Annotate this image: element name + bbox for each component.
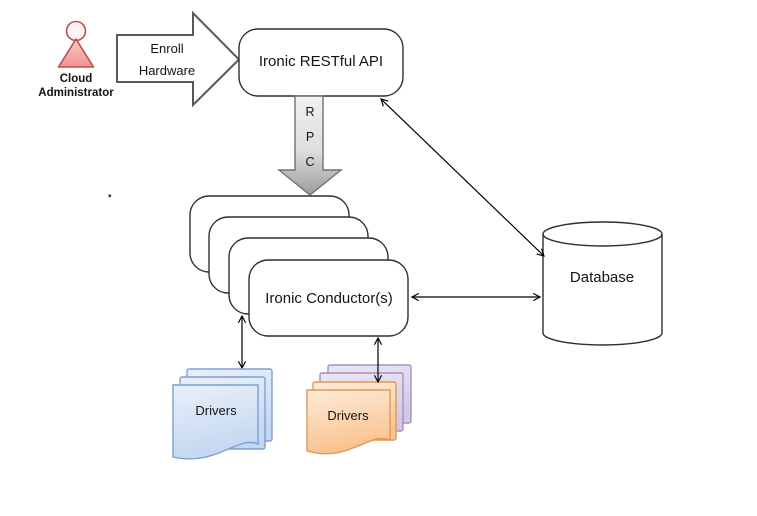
arrow-api-database: [380, 98, 545, 257]
database-cylinder-icon: [542, 221, 663, 346]
rpc-letter-c: C: [305, 155, 314, 169]
person-body-icon: [57, 38, 95, 68]
conductor-label: Ironic Conductor(s): [265, 290, 393, 307]
rpc-letter-r: R: [305, 105, 314, 119]
orange-page-front: [306, 389, 391, 455]
api-label: Ironic RESTful API: [259, 53, 383, 70]
enroll-label-line1: Enroll: [150, 41, 183, 56]
drivers-blue-stack: Drivers: [172, 368, 273, 460]
cloud-administrator-actor: Cloud Administrator: [38, 20, 114, 99]
ironic-restful-api-node: Ironic RESTful API: [238, 28, 404, 97]
blue-page-front: [172, 384, 259, 460]
rpc-arrow: R P C: [277, 95, 343, 196]
drivers-blue-label: Drivers: [195, 403, 237, 418]
rpc-letter-p: P: [306, 130, 314, 144]
database-cylinder-rim: [542, 233, 663, 247]
database-node: Database: [542, 221, 663, 346]
enroll-hardware-arrow: Enroll Hardware: [116, 10, 241, 108]
enroll-label-line2: Hardware: [139, 63, 195, 78]
block-arrow-down-icon: [277, 95, 343, 196]
drivers-orange-stack: Drivers: [306, 364, 412, 455]
database-label: Database: [570, 269, 634, 286]
actor-label-line1: Cloud: [60, 73, 93, 85]
person-head-icon: [65, 20, 87, 42]
actor-label-line2: Administrator: [38, 87, 114, 99]
stray-dot: [108, 194, 112, 198]
block-arrow-right-icon: [116, 10, 241, 108]
drivers-orange-label: Drivers: [327, 408, 369, 423]
conductor-box: [248, 259, 409, 337]
ironic-conductors-node: Ironic Conductor(s): [189, 195, 409, 337]
